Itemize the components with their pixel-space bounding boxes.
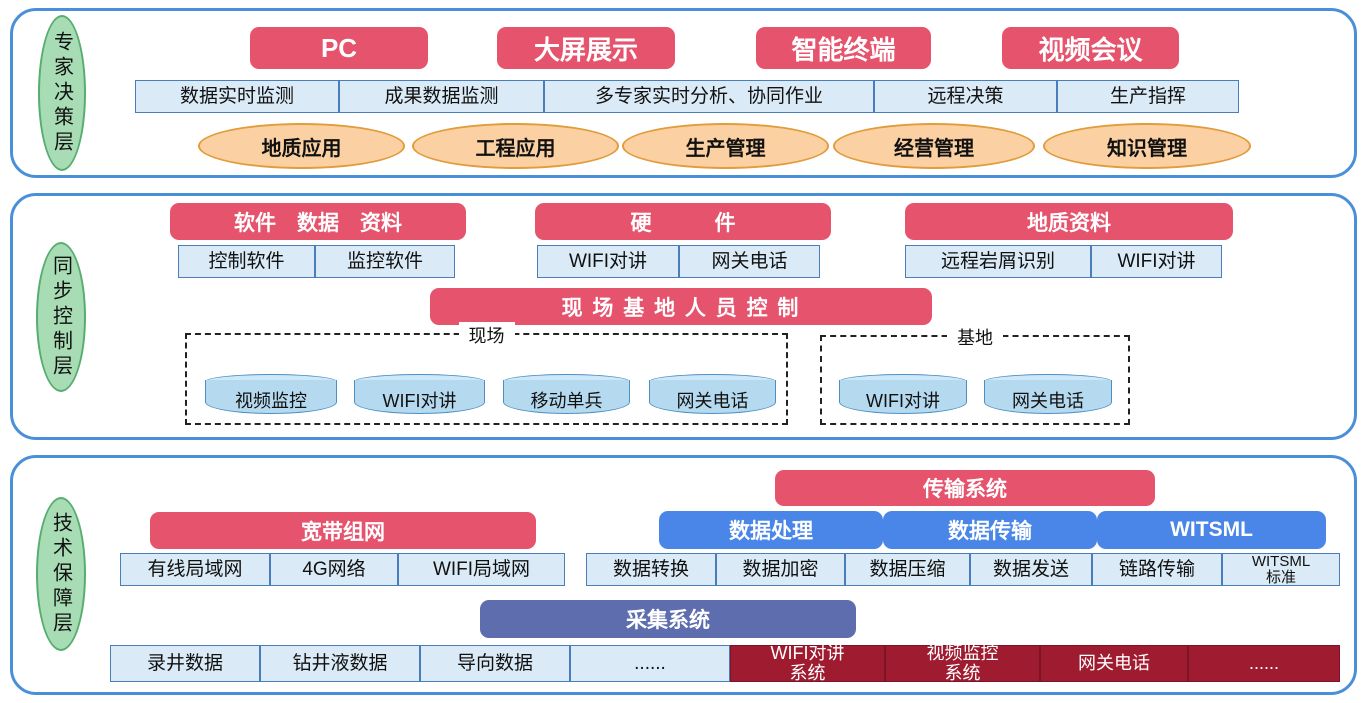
hardware-cell-gateway-phone: 网关电话 — [679, 245, 820, 278]
cylinder-label: WIFI对讲 — [866, 391, 940, 411]
system-cell-more: ...... — [1188, 645, 1340, 682]
cylinder-video-monitoring: 视频监控 — [205, 374, 337, 414]
software-cell-control: 控制软件 — [178, 245, 315, 278]
data-transfer-header: 数据传输 — [883, 511, 1097, 549]
monitor-cell-realtime-data: 数据实时监测 — [135, 80, 339, 113]
application-production: 生产管理 — [622, 123, 829, 169]
cylinder-body — [205, 380, 337, 414]
system-cell-wifi-intercom: WIFI对讲 系统 — [730, 643, 885, 682]
monitor-cell-multi-expert: 多专家实时分析、协同作业 — [544, 80, 874, 113]
cylinder-body — [503, 380, 630, 414]
site-group-box: 现场 — [185, 322, 788, 425]
cylinder-wifi-intercom-base: WIFI对讲 — [839, 374, 967, 414]
cylinder-body — [649, 380, 776, 414]
collection-cell-more: ...... — [570, 645, 730, 682]
processing-cell-send: 数据发送 — [970, 553, 1092, 586]
witsml-header: WITSML — [1097, 511, 1326, 549]
collection-cell-steering: 导向数据 — [420, 645, 570, 682]
hardware-header: 硬 件 — [535, 203, 831, 240]
application-engineering: 工程应用 — [412, 123, 619, 169]
terminal-smart-device: 智能终端 — [756, 27, 931, 69]
processing-cell-convert: 数据转换 — [586, 553, 716, 586]
broadband-network-header: 宽带组网 — [150, 512, 536, 549]
application-operation: 经营管理 — [833, 123, 1035, 169]
cylinder-wifi-intercom-site: WIFI对讲 — [354, 374, 485, 414]
network-cell-wired-lan: 有线局域网 — [120, 553, 270, 586]
collection-system-bar: 采集系统 — [480, 600, 856, 638]
cylinder-label: 移动单兵 — [530, 391, 603, 411]
network-cell-4g: 4G网络 — [270, 553, 398, 586]
collection-cell-mud-logging: 录井数据 — [110, 645, 260, 682]
hardware-cell-wifi-intercom: WIFI对讲 — [537, 245, 679, 278]
terminal-video-conference: 视频会议 — [1002, 27, 1179, 69]
sync-layer-label-ellipse: 同步控制层 — [36, 242, 86, 392]
monitor-cell-production-command: 生产指挥 — [1057, 80, 1239, 113]
cylinder-gateway-phone-base: 网关电话 — [984, 374, 1112, 414]
terminal-large-screen: 大屏展示 — [497, 27, 675, 69]
collection-cell-drilling-fluid: 钻井液数据 — [260, 645, 420, 682]
cylinder-body — [984, 380, 1112, 414]
monitor-cell-remote-decision: 远程决策 — [874, 80, 1057, 113]
cylinder-body — [839, 380, 967, 414]
geology-data-header: 地质资料 — [905, 203, 1233, 240]
processing-cell-encrypt: 数据加密 — [716, 553, 845, 586]
site-base-personnel-control-bar: 现 场 基 地 人 员 控 制 — [430, 288, 932, 325]
cylinder-gateway-phone-site: 网关电话 — [649, 374, 776, 414]
application-knowledge: 知识管理 — [1043, 123, 1251, 169]
cylinder-label: WIFI对讲 — [382, 391, 457, 411]
data-processing-header: 数据处理 — [659, 511, 883, 549]
expert-layer-label: 专家决策层 — [50, 30, 73, 156]
processing-cell-link-transfer: 链路传输 — [1092, 553, 1222, 586]
system-cell-video-monitoring: 视频监控 系统 — [885, 643, 1040, 682]
cylinder-mobile-soldier: 移动单兵 — [503, 374, 630, 414]
software-data-header: 软件 数据 资料 — [170, 203, 466, 240]
processing-cell-compress: 数据压缩 — [845, 553, 970, 586]
transmission-system-header: 传输系统 — [775, 470, 1155, 506]
tech-layer-label-ellipse: 技术保障层 — [36, 497, 86, 651]
site-group-label: 现场 — [458, 322, 515, 348]
processing-cell-witsml-standard: WITSML 标准 — [1222, 553, 1340, 586]
cylinder-label: 网关电话 — [676, 391, 749, 411]
cylinder-label: 视频监控 — [235, 391, 307, 411]
cylinder-body — [354, 380, 485, 414]
sync-layer-label: 同步控制层 — [49, 254, 72, 380]
expert-layer-label-ellipse: 专家决策层 — [38, 15, 86, 171]
geology-cell-wifi-intercom: WIFI对讲 — [1091, 245, 1222, 278]
terminal-pc: PC — [250, 27, 428, 69]
cylinder-label: 网关电话 — [1012, 391, 1084, 411]
base-group-label: 基地 — [947, 324, 1003, 350]
system-cell-gateway-phone: 网关电话 — [1040, 645, 1188, 682]
application-geology: 地质应用 — [198, 123, 405, 169]
software-cell-monitor: 监控软件 — [315, 245, 455, 278]
monitor-cell-result-data: 成果数据监测 — [339, 80, 544, 113]
tech-layer-label: 技术保障层 — [49, 511, 72, 637]
network-cell-wifi-lan: WIFI局域网 — [398, 553, 565, 586]
geology-cell-cuttings-recognition: 远程岩屑识别 — [905, 245, 1091, 278]
base-group-box: 基地 — [820, 324, 1130, 425]
